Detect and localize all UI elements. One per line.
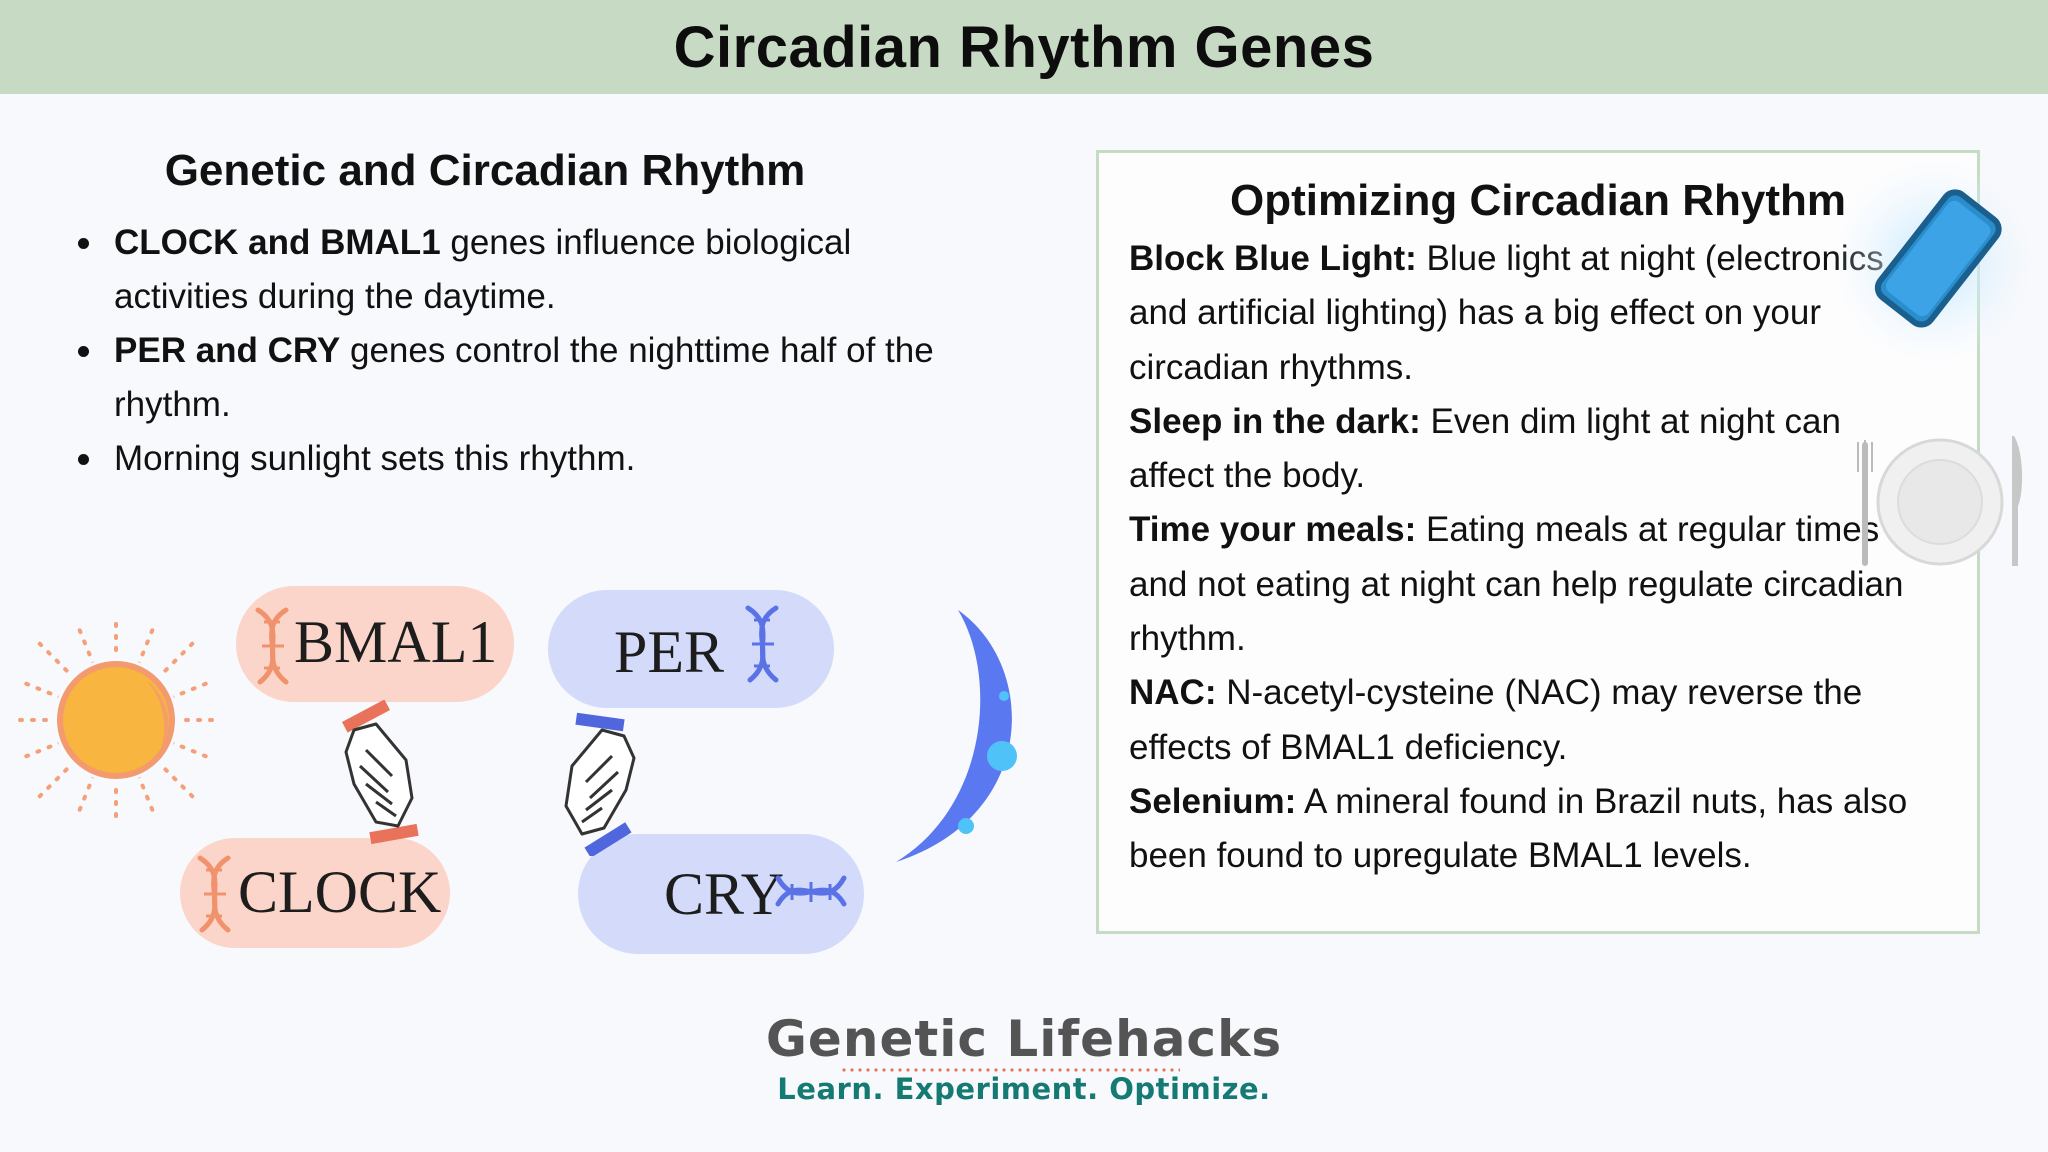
dna-icon (775, 875, 847, 907)
cry-pill: CRY (578, 834, 864, 954)
bmal1-label: BMAL1 (294, 609, 498, 675)
phone-icon (1833, 159, 2037, 363)
bullet-item: Morning sunlight sets this rhythm. (78, 432, 938, 486)
tip-item: Sleep in the dark: Even dim light at nig… (1129, 401, 1841, 496)
tip-item: NAC: N-acetyl-cysteine (NAC) may reverse… (1129, 673, 1863, 767)
plate-icon (1857, 436, 2023, 566)
brand-tagline: Learn. Experiment. Optimize. (777, 1072, 1271, 1106)
optimizing-title: Optimizing Circadian Rhythm (1229, 176, 1847, 225)
handshake-icon (341, 700, 419, 845)
dna-icon (197, 855, 231, 933)
moon-icon (896, 610, 1017, 862)
per-label: PER (614, 619, 725, 685)
brand-logo: Genetic Lifehacks (765, 1010, 1283, 1068)
optimizing-list: Block Blue Light: Blue light at night (e… (1129, 232, 1909, 884)
logo-dotted-divider (840, 1068, 1180, 1072)
cry-label: CRY (664, 861, 785, 927)
clock-pill: CLOCK (180, 838, 450, 948)
clock-label: CLOCK (238, 859, 442, 925)
left-heading: Genetic and Circadian Rhythm (164, 146, 806, 195)
bullet-item: CLOCK and BMAL1 genes influence biologic… (78, 216, 938, 324)
tip-item: Selenium: A mineral found in Brazil nuts… (1129, 781, 1908, 876)
gene-diagram: BMAL1 CLOCK PER CRY (0, 570, 1060, 970)
bullet-item: PER and CRY genes control the nighttime … (78, 324, 938, 432)
sun-icon (8, 612, 224, 828)
tip-item: Time your meals: Eating meals at regular… (1129, 510, 1904, 659)
dna-icon (255, 607, 289, 685)
page-title: Circadian Rhythm Genes (673, 14, 1375, 80)
handshake-icon (564, 712, 636, 856)
bmal1-pill: BMAL1 (236, 586, 514, 702)
tip-item: Block Blue Light: Blue light at night (e… (1129, 239, 1884, 387)
gene-bullet-list: CLOCK and BMAL1 genes influence biologic… (78, 216, 938, 486)
per-pill: PER (548, 590, 834, 708)
title-banner: Circadian Rhythm Genes (0, 0, 2048, 94)
dna-icon (745, 605, 779, 683)
